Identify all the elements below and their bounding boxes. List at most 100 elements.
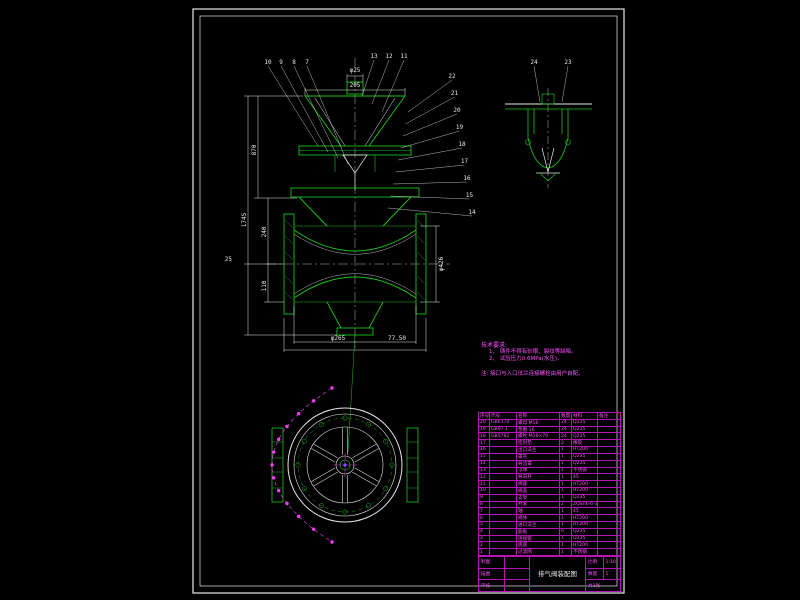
table-cell: 13 (479, 467, 490, 474)
table-cell: Q235 (572, 426, 598, 433)
table-cell: 1 (560, 515, 572, 521)
table-cell: HT200 (572, 487, 598, 494)
table-cell: 1 (560, 549, 572, 556)
table-cell: 24 (560, 433, 572, 440)
table-cell: HT200 (572, 447, 598, 453)
side-view (505, 88, 592, 188)
table-cell: 2 (560, 501, 572, 508)
drawing-title: 排气阀装配图 (538, 570, 577, 578)
table-cell: 10 (479, 487, 490, 494)
table-header-cell: 名称 (517, 413, 560, 419)
table-cell (490, 508, 517, 515)
table-cell: 阀座 (517, 481, 560, 487)
callout-number: 21 (451, 90, 459, 97)
table-cell: 橡胶 (572, 440, 598, 447)
table-cell: Q235 (572, 433, 598, 440)
table-cell: 1 (560, 522, 572, 528)
callout-number: 19 (456, 124, 464, 131)
table-cell: 导向杆 (517, 474, 560, 481)
table-cell: 2 (560, 440, 572, 447)
drawing-frame (192, 8, 625, 594)
table-cell: 衬套 (517, 501, 560, 508)
dim-label: φ265 (331, 335, 346, 342)
weld-dots (270, 386, 334, 544)
table-cell: 7 (479, 508, 490, 515)
table-cell: 1 (560, 487, 572, 494)
table-cell (490, 487, 517, 494)
table-header-cell: 数量 (561, 413, 572, 419)
qty-value: 1 (602, 568, 621, 580)
table-cell: 罩壳 (517, 453, 560, 460)
table-cell: 1 (560, 494, 572, 501)
table-cell: 12 (479, 474, 490, 481)
role-value (503, 568, 530, 580)
callout-number: 12 (385, 53, 393, 60)
table-cell: 密封垫 (517, 440, 560, 447)
table-cell (490, 542, 517, 549)
notes-item: 2、 试验压力0.6MPa(水压)。 (489, 356, 563, 362)
callout-number: 7 (305, 59, 309, 66)
dim-label: 205 (350, 82, 361, 89)
table-cell: 8 (479, 501, 490, 508)
table-cell: 连接管 (517, 535, 560, 542)
scale-label: 比例 (588, 560, 598, 566)
table-cell: 1 (479, 549, 490, 556)
table-cell: 24 (560, 426, 572, 433)
table-cell: 出口法兰 (517, 447, 560, 453)
callout-number: 8 (292, 59, 296, 66)
table-cell: Q235 (572, 494, 598, 501)
qty-label: 数量 (588, 572, 598, 577)
table-header-cell: 序号 (480, 413, 490, 419)
table-cell: Q235 (572, 535, 598, 542)
notes-item: 1、 铸件不得有砂眼、裂纹等缺陷。 (489, 349, 577, 355)
table-cell (490, 522, 517, 528)
callout-number: 16 (463, 175, 471, 182)
notes-remark: 注: 接口与入口法兰连接螺栓由用户自配。 (481, 371, 584, 377)
callout-number: 9 (279, 59, 283, 66)
table-cell: 1 (560, 542, 572, 549)
table-cell: 45 (572, 474, 598, 481)
table-header-row: 序号代号名称数量材料备注 (479, 413, 620, 419)
table-cell (490, 535, 517, 542)
table-cell: 1 (560, 467, 572, 474)
main-section-view (266, 58, 450, 453)
callout-number: 17 (461, 158, 469, 165)
table-cell: 轴 (517, 508, 560, 515)
role-label: 审核 (481, 583, 491, 589)
table-cell: 1 (560, 460, 572, 467)
table-cell: 过滤网 (517, 549, 560, 556)
wheel-spokes (311, 427, 379, 503)
sheet-info: 共1张 (588, 583, 601, 589)
table-cell (490, 501, 517, 508)
callout-number: 13 (370, 53, 378, 60)
dim-label: 110 (261, 280, 268, 291)
table-cell: 阀体 (517, 515, 560, 521)
table-cell: 24 (560, 419, 572, 426)
table-cell: 浮球 (517, 467, 560, 474)
technical-notes: 技术要求: 1、 铸件不得有砂眼、裂纹等缺陷。 2、 试验压力0.6MPa(水压… (481, 342, 619, 378)
table-cell: Q235 (572, 453, 598, 460)
table-cell: 导流罩 (517, 460, 560, 467)
role-label: 描图 (481, 572, 491, 577)
table-cell: 支架 (517, 494, 560, 501)
table-cell: ZQSn6-6-3 (573, 501, 598, 508)
table-cell: Q235 (572, 528, 598, 535)
table-header-cell: 代号 (490, 413, 517, 419)
